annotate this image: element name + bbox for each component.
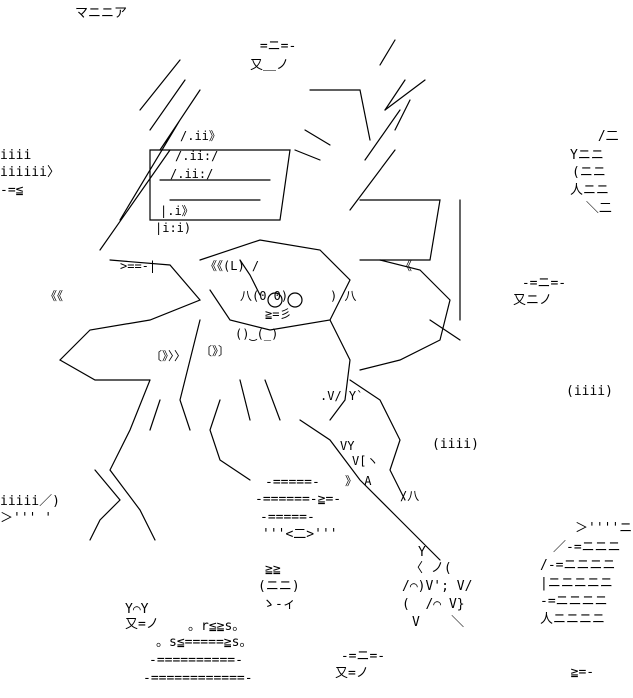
aa-right-blob-6: 人ニニニニ	[540, 612, 606, 627]
aa-bottom-right-small-2: 又=ノ	[335, 666, 369, 681]
svg-text:()‿(_): ()‿(_)	[235, 327, 278, 341]
svg-text:八(0 0): 八(0 0)	[240, 289, 288, 303]
aa-right-top-3: (ニニ	[572, 165, 606, 180]
aa-right-blob-3: /-=ニニニニ	[540, 558, 616, 573]
aa-smoke-4: '''<二>'''	[262, 527, 338, 542]
svg-text:V[ヽ: V[ヽ	[352, 454, 378, 468]
aa-legs-5: V ＼	[412, 615, 465, 630]
aa-right-top-2: Yニニ	[570, 148, 604, 163]
aa-left-small-1: Y⌒Y	[125, 602, 149, 617]
aa-right-small-1: -=ニ=-	[514, 276, 567, 291]
aa-right-blob-7: ≧=-	[555, 665, 595, 680]
aa-pile-4: -============-	[143, 671, 253, 686]
svg-text:.V/ Y`: .V/ Y`	[320, 389, 363, 403]
aa-smoke-2: -======-≧=-	[255, 492, 342, 507]
aa-smoke-1: -=====-	[265, 475, 320, 490]
svg-text:《《: 《《	[45, 289, 63, 303]
aa-pile-1: 。r≦≧s。	[188, 619, 246, 634]
aa-right-blob-5: -=ニニニニ	[540, 594, 608, 609]
svg-text:|i:i): |i:i)	[155, 221, 191, 235]
svg-text:《: 《	[400, 259, 412, 273]
svg-text:〔》〉〉: 〔》〉〉	[150, 349, 186, 363]
label-iiii-right: (iiii)	[566, 384, 613, 399]
svg-text:VY: VY	[340, 439, 355, 453]
aa-left-edge-1: iiii	[0, 148, 32, 163]
aa-legs-1: Y	[418, 545, 426, 560]
aa-bottom-right-small-1: -=ニ=-	[333, 649, 386, 664]
aa-right-top-4: 人ニニ	[570, 183, 610, 198]
aa-left-edge-2: iiiiii〉	[0, 165, 60, 180]
aa-pile-2: 。s≦=====≧s。	[156, 635, 253, 650]
aa-pile-3: -==========-	[149, 653, 243, 668]
svg-text:≧=彡: ≧=彡	[265, 307, 291, 321]
aa-right-top-1: /二	[590, 129, 619, 144]
aa-right-small-2: 又ニノ	[513, 293, 553, 308]
aa-bottom-small-1: ≧≧	[265, 562, 281, 577]
aa-top-small-2: 又＿ノ	[250, 58, 290, 73]
svg-text:) 八: ) 八	[330, 289, 356, 303]
aa-right-blob-1: ＞''''ニニ	[575, 521, 633, 536]
aa-right-top-5: ＼二	[578, 201, 612, 216]
aa-left-edge-5: ＞''' '	[0, 511, 53, 526]
svg-text:》 A: 》 A	[345, 474, 372, 488]
svg-text:|.i》: |.i》	[160, 204, 194, 218]
svg-text:/八: /八	[400, 489, 419, 503]
aa-left-small-2: 又=ノ	[125, 617, 159, 632]
aa-right-blob-2: ／-=ニニニ	[553, 540, 621, 555]
aa-legs-4: ( /⌒ V}	[402, 597, 465, 612]
aa-legs-3: /⌒)V'; V/	[402, 579, 473, 594]
svg-text:〔》〕: 〔》〕	[200, 344, 230, 358]
aa-left-edge-4: iiiii／)	[0, 494, 60, 509]
svg-text:/.ii:/: /.ii:/	[170, 167, 213, 181]
aa-right-blob-4: |ニニニニニ	[540, 576, 613, 591]
aa-left-edge-3: -=≦	[0, 183, 24, 198]
svg-text:《《(L) /: 《《(L) /	[205, 259, 259, 273]
aa-top-small-1: =ニ=-	[252, 39, 297, 54]
aa-smoke-3: -=====-	[260, 510, 315, 525]
aa-legs-2: 〈 ノ(	[410, 561, 452, 576]
aa-bottom-small-2: (ニニ)	[258, 579, 300, 594]
svg-text:/.ii:/: /.ii:/	[175, 149, 218, 163]
label-iiii-mid: (iiii)	[432, 437, 479, 452]
aa-bottom-small-3: ゝ-ィ	[262, 597, 296, 612]
page-title: マニニア	[75, 5, 128, 20]
svg-text:/.ii》: /.ii》	[180, 129, 221, 143]
svg-text:>==-|: >==-|	[120, 259, 156, 273]
